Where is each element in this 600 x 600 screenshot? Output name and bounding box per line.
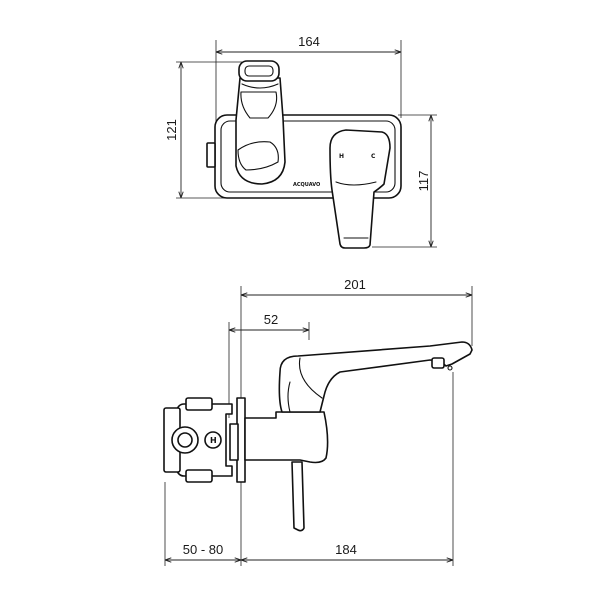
lever-handle-front: H C <box>329 129 391 249</box>
valve-body-side <box>244 411 329 464</box>
height-right-dimension-label: 117 <box>416 171 431 192</box>
side-clip <box>206 142 216 168</box>
side-view: 201 52 50 - 80 184 H <box>163 277 473 566</box>
wall-depth-dimension-label: 50 - 80 <box>183 542 223 557</box>
concealed-body: H <box>163 397 233 483</box>
total-length-dimension-label: 201 <box>344 277 366 292</box>
lever-handle-side <box>291 461 305 532</box>
cold-mark: C <box>371 153 376 160</box>
side-hot-mark: H <box>210 436 217 445</box>
spout-reach-dimension-label: 184 <box>335 542 357 557</box>
spout-front <box>235 60 286 185</box>
handle-offset-dimension-label: 52 <box>264 312 278 327</box>
front-view: 164 121 117 H C ACQUAVO <box>164 34 437 249</box>
height-left-dimension-label: 121 <box>164 119 179 141</box>
hot-mark: H <box>339 153 344 160</box>
width-dimension-label: 164 <box>298 34 320 49</box>
brand-mark: ACQUAVO <box>293 182 320 188</box>
spout-arm-side <box>278 341 473 413</box>
